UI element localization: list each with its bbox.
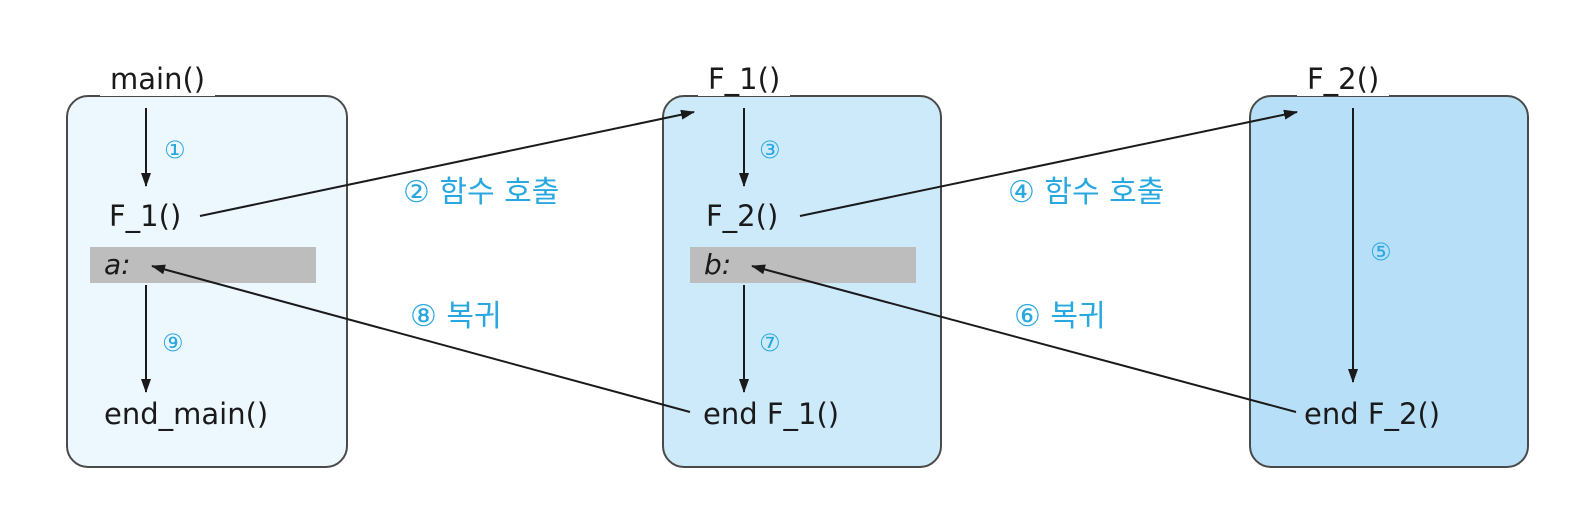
main-return-point-bar <box>90 247 316 283</box>
step-5-label: ⑤ <box>1370 238 1392 266</box>
f1-return-point-label: b: <box>704 248 732 281</box>
return-f1-arrow <box>151 264 691 413</box>
return-f2-arrow <box>751 264 1297 413</box>
return-f1-label: ⑧ 복귀 <box>410 299 502 334</box>
call-f1-label: ② 함수 호출 <box>403 175 560 210</box>
f1-title: F_1() <box>698 62 791 96</box>
step-3-label: ③ <box>759 136 781 164</box>
call-f1-arrow <box>199 109 695 217</box>
main-title: main() <box>100 62 216 96</box>
call-f2-label: ④ 함수 호출 <box>1008 175 1165 210</box>
f1-return-point-bar <box>690 247 916 283</box>
f2-function-box <box>1249 95 1529 468</box>
f1-call-label: F_2() <box>706 199 779 233</box>
step-7-label: ⑦ <box>759 329 781 357</box>
main-call-label: F_1() <box>109 199 182 233</box>
step-1-label: ① <box>164 136 186 164</box>
main-end-label: end_main() <box>104 397 269 431</box>
main-return-point-label: a: <box>104 248 131 281</box>
f1-end-label: end F_1() <box>703 397 840 431</box>
return-f2-label: ⑥ 복귀 <box>1014 299 1106 334</box>
f2-end-label: end F_2() <box>1304 397 1441 431</box>
step-9-label: ⑨ <box>162 329 184 357</box>
f2-title: F_2() <box>1297 62 1390 96</box>
call-f2-arrow <box>799 109 1298 217</box>
